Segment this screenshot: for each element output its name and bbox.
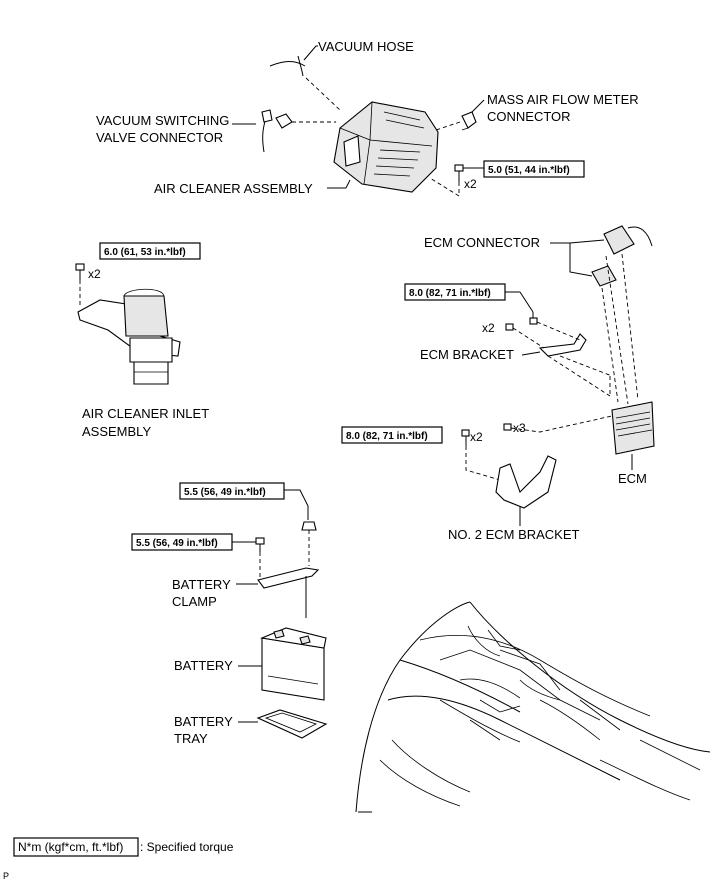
air-cleaner-bolt-icon bbox=[454, 164, 464, 182]
torque-clamp-bolt-text: 5.5 (56, 49 in.*lbf) bbox=[136, 538, 218, 549]
legend-unit: N*m (kgf*cm, ft.*lbf) bbox=[18, 840, 123, 854]
ecm-bracket-illustration bbox=[538, 333, 587, 357]
label-battery-tray-line1: BATTERY bbox=[174, 714, 233, 729]
label-vsv-connector-line2: VALVE CONNECTOR bbox=[96, 130, 223, 145]
battery-tray-illustration bbox=[256, 709, 328, 739]
clamp-nut-icon bbox=[301, 521, 317, 531]
ecm-connector-illustration bbox=[591, 225, 653, 287]
ecm-unit-illustration bbox=[611, 401, 655, 455]
clamp-bolt-icon bbox=[255, 537, 265, 552]
label-no2-ecm-bracket: NO. 2 ECM BRACKET bbox=[448, 527, 580, 542]
footer-mark: P bbox=[3, 871, 9, 881]
label-battery-clamp-line2: CLAMP bbox=[172, 594, 217, 609]
torque-box-clamp-bolt: 5.5 (56, 49 in.*lbf) bbox=[131, 533, 233, 551]
label-battery-clamp-line1: BATTERY bbox=[172, 577, 231, 592]
torque-box-air-cleaner: 5.0 (51, 44 in.*lbf) bbox=[483, 160, 585, 178]
torque-legend: N*m (kgf*cm, ft.*lbf) : Specified torque bbox=[13, 837, 234, 857]
label-ecm: ECM bbox=[618, 471, 647, 486]
inlet-bolt-icon bbox=[75, 263, 85, 280]
ecm-bracket-bolt-a-icon bbox=[529, 312, 538, 325]
no2-bracket-bolt-icon bbox=[461, 429, 470, 446]
no2-bracket-screw-icon bbox=[503, 423, 512, 431]
qty-ecm-bracket-bolts: x2 bbox=[482, 321, 495, 335]
legend-text: : Specified torque bbox=[140, 840, 234, 854]
battery-clamp-illustration bbox=[257, 567, 320, 618]
vacuum-hose-illustration bbox=[269, 55, 306, 77]
torque-box-clamp-nut: 5.5 (56, 49 in.*lbf) bbox=[179, 482, 285, 500]
torque-box-inlet: 6.0 (61, 53 in.*lbf) bbox=[99, 242, 201, 260]
torque-ecm-bracket-text: 8.0 (82, 71 in.*lbf) bbox=[409, 288, 491, 299]
qty-air-cleaner-bolts: x2 bbox=[464, 177, 477, 191]
vsv-connector-illustration bbox=[261, 109, 293, 153]
torque-box-ecm-bracket: 8.0 (82, 71 in.*lbf) bbox=[404, 283, 506, 301]
torque-air-cleaner-text: 5.0 (51, 44 in.*lbf) bbox=[488, 165, 570, 176]
label-maf-connector-line1: MASS AIR FLOW METER bbox=[487, 92, 639, 107]
torque-box-no2-ecm-bracket: 8.0 (82, 71 in.*lbf) bbox=[341, 426, 443, 444]
label-air-cleaner-inlet-line1: AIR CLEANER INLET bbox=[82, 406, 209, 421]
torque-inlet-text: 6.0 (61, 53 in.*lbf) bbox=[104, 247, 186, 258]
label-ecm-bracket: ECM BRACKET bbox=[420, 347, 514, 362]
no2-ecm-bracket-illustration bbox=[495, 455, 557, 509]
label-ecm-connector: ECM CONNECTOR bbox=[424, 235, 540, 250]
engine-bay-illustration bbox=[355, 601, 711, 813]
qty-no2-bracket-bolts: x2 bbox=[470, 430, 483, 444]
torque-clamp-nut-text: 5.5 (56, 49 in.*lbf) bbox=[184, 487, 266, 498]
label-air-cleaner-assembly: AIR CLEANER ASSEMBLY bbox=[154, 181, 313, 196]
maf-connector-illustration bbox=[461, 111, 477, 131]
air-cleaner-inlet-illustration bbox=[77, 288, 181, 385]
qty-ecm-screws: x3 bbox=[513, 421, 526, 435]
label-battery-tray-line2: TRAY bbox=[174, 731, 208, 746]
torque-no2-ecm-bracket-text: 8.0 (82, 71 in.*lbf) bbox=[346, 431, 428, 442]
label-vacuum-hose: VACUUM HOSE bbox=[318, 39, 414, 54]
qty-inlet-bolts: x2 bbox=[88, 267, 101, 281]
label-maf-connector-line2: CONNECTOR bbox=[487, 109, 571, 124]
label-air-cleaner-inlet-line2: ASSEMBLY bbox=[82, 424, 151, 439]
ecm-bracket-bolt-b-icon bbox=[505, 323, 514, 331]
battery-illustration bbox=[260, 627, 327, 701]
label-battery: BATTERY bbox=[174, 658, 233, 673]
label-vsv-connector-line1: VACUUM SWITCHING bbox=[96, 113, 229, 128]
air-cleaner-assembly-illustration bbox=[333, 101, 439, 193]
